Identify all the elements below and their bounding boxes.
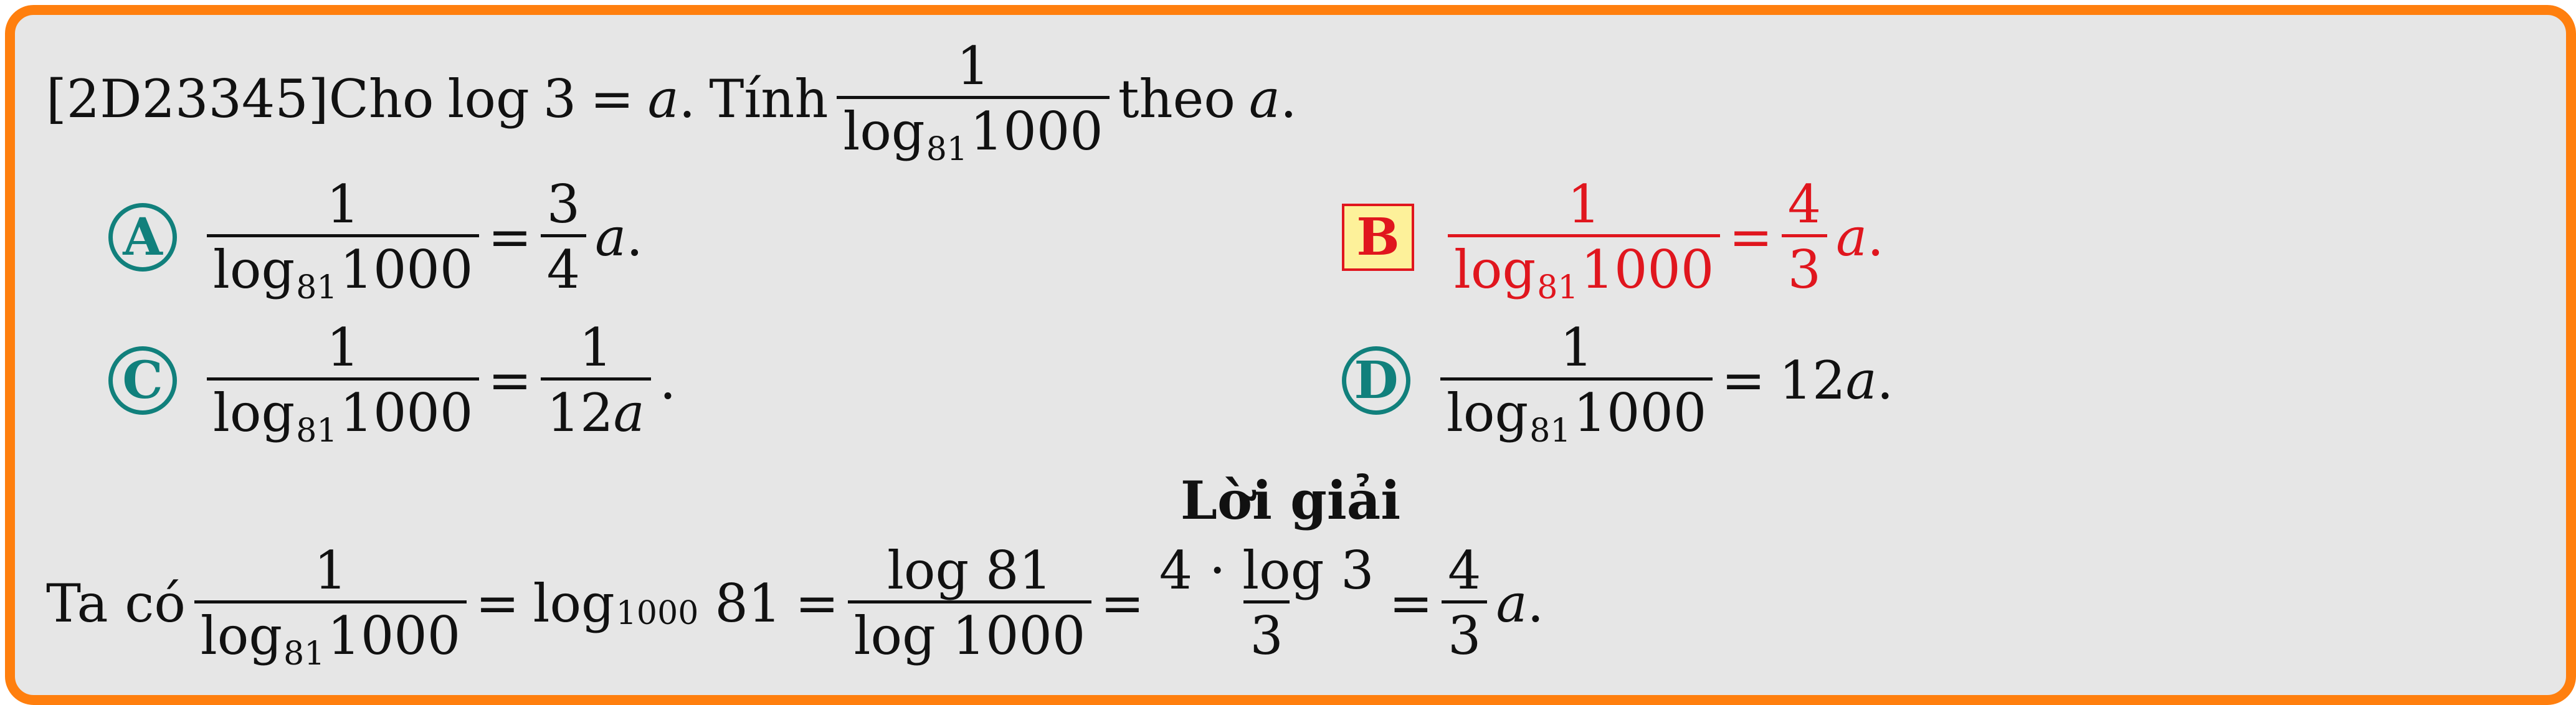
option-d-marker: D [1342,346,1410,415]
option-b-marker-correct: B [1342,203,1414,271]
equals-sign: = [1389,572,1433,634]
equals-sign: = [1100,572,1144,634]
period: . [1280,68,1297,130]
option-d-lhs: 1 log811000 [1440,321,1713,447]
period: . [1867,206,1884,268]
solution-fraction-4: 4 3 [1442,544,1488,662]
option-c-marker: C [108,346,177,415]
fraction-denominator: log811000 [837,96,1110,166]
option-a-lhs: 1 log811000 [207,178,480,304]
fraction-numerator: 1 [956,35,990,97]
var-a: a [1496,572,1528,634]
option-c-rhs: 1 12a [540,321,651,439]
option-b[interactable]: B 1 log811000 = 4 3 a . [1342,178,1884,304]
solution-fraction-3: 4 · log 3 3 [1159,540,1374,666]
theo-word: theo [1118,68,1235,130]
period: . [1876,349,1894,411]
log-base: 1000 [615,595,699,633]
period: . [626,206,643,268]
var-a: a [1845,349,1877,411]
log-arg: 3 [543,68,577,130]
var-a: a [1836,206,1868,268]
equals-sign: = [795,572,839,634]
log-text: log [447,68,530,130]
option-b-lhs: 1 log811000 [1448,178,1721,304]
solution-fraction-2: log 81 log 1000 [847,544,1092,662]
option-a-rhs: 3 4 [540,178,587,296]
option-a-marker: A [108,202,177,272]
period: . [678,68,696,130]
solution-intro: Ta có [46,572,186,634]
period: . [1527,572,1544,634]
option-b-rhs: 4 3 [1781,178,1828,296]
var-a: a [595,206,627,268]
problem-card: [2D23345] Cho log 3 = a . Tính 1 log8110… [5,5,2576,705]
option-a[interactable]: A 1 log811000 = 3 4 a . [108,178,643,304]
equals-sign: = [590,68,634,130]
solution-fraction-1: 1 log811000 [194,544,467,670]
problem-code: [2D23345] [46,68,329,130]
equals-sign: = [488,206,532,268]
rhs-coefficient: 12 [1779,349,1846,411]
option-c-lhs: 1 log811000 [207,321,480,447]
log-text: log [533,572,615,634]
solution-title: Lời giải [1180,470,1401,531]
equals-sign: = [1721,349,1766,411]
log-arg: 81 [715,572,782,634]
var-a: a [1248,68,1280,130]
option-c[interactable]: C 1 log811000 = 1 12a . [108,321,677,447]
var-a: a [647,68,679,130]
equals-sign: = [1729,206,1773,268]
problem-prefix: Cho [328,68,434,130]
equals-sign: = [488,349,532,411]
option-d[interactable]: D 1 log811000 = 12 a . [1342,321,1894,447]
problem-statement: [2D23345] Cho log 3 = a . Tính 1 log8110… [46,35,1297,166]
target-fraction: 1 log811000 [837,35,1110,166]
compute-word: Tính [709,68,829,130]
period: . [659,349,677,411]
equals-sign: = [475,572,520,634]
